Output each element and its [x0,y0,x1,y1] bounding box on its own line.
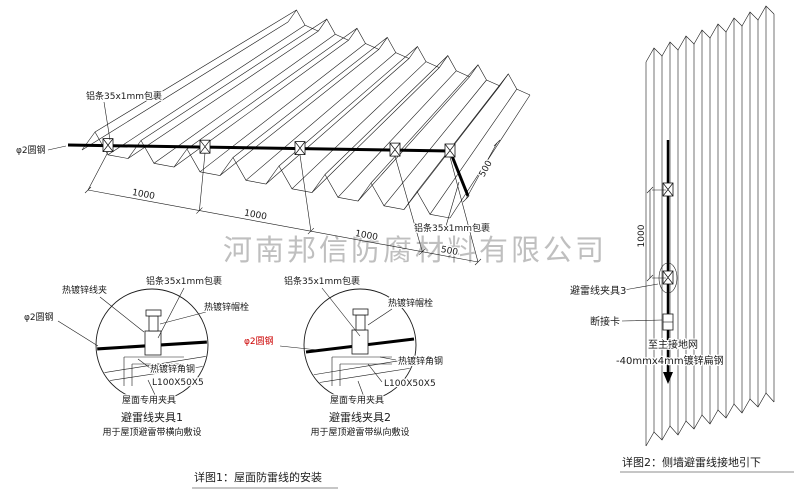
roof-sheet-section-lines [97,355,207,383]
roof-clamp-label: 屋面专用夹具 [122,394,176,406]
angle-steel-label: 热镀锌角钢 [398,355,443,367]
wall-bottom-profile [645,392,775,447]
wire-clamp [444,143,456,158]
wall-dim-ticks [646,186,654,282]
detail-circle-2: 铝条35x1mm包裹 热镀锌帽栓 φ2圆钢 热镀锌角钢 L100X50X5 屋面… [243,274,445,440]
dim-500-side: 500 [478,159,495,179]
wire-clamp [199,139,211,154]
detail2-leader-lines [279,287,397,398]
wall-dim-1000: 1000 [637,224,647,247]
detail-circle-2-outline [303,288,417,402]
aluminum-strip-label-right: 铝条35x1mm包裹 [414,222,490,234]
wall-leader-lines [621,283,663,322]
angle-steel-section [331,356,392,386]
bolt-head [145,309,162,317]
round-steel-label: φ2圆钢 [16,144,46,156]
angle-steel-label: 热镀锌角钢 [150,363,195,375]
dimension-leaders [87,151,479,263]
dim-500-1: 500 [440,245,459,258]
roof-isometric-view: 1000 1000 1000 500 500 铝条35x1mm包裹 φ2圆钢 铝… [15,9,531,266]
disconnect-card-label: 断接卡 [590,315,620,328]
wire-clamp [389,142,401,157]
angle-steel-spec-label: L100X50X5 [384,379,436,389]
dimension-chain-line [87,189,479,263]
caption-detail1: 详图1：屋面防雷线的安装 [194,470,322,484]
bolt-head [352,308,369,316]
bolt-shank [355,314,366,331]
wall-wire-clamp [662,182,674,197]
detail1-leader-lines [57,287,207,398]
roof-clamp-label: 屋面专用夹具 [330,394,384,406]
label-leader-lines [47,101,460,227]
lightning-wire [67,143,470,197]
aluminum-strip-label-top: 铝条35x1mm包裹 [86,90,162,102]
roof-ridge-lines [81,9,531,219]
to-ground-grid-label: 至主接地网 [648,338,698,351]
galvanized-bolt-label: 热镀锌帽栓 [388,297,433,309]
roof-back-profile [287,9,531,96]
detail-circle-1-contents [97,309,207,386]
caption-detail2: 详图2：侧墙避雷线接地引下 [622,455,761,469]
detail-circle-1: 热镀锌线夹 铝条35x1mm包裹 热镀锌帽栓 φ2圆钢 热镀锌角钢 L100X5… [23,274,251,440]
wire-clamp [294,141,306,156]
dim-1000-1: 1000 [131,188,156,202]
wall-wire-clamp [662,270,674,285]
wire-clip-body [351,329,369,355]
galvanized-bolt-label: 热镀锌帽栓 [204,301,249,313]
roof-sheet-section-lines [305,357,415,385]
company-watermark: 河南邦信防腐材料有限公司 [223,233,607,267]
aluminum-strip-label: 铝条35x1mm包裹 [284,275,360,287]
dim-1000-2: 1000 [243,209,268,223]
wall-dim-extension-lines [652,189,666,279]
round-steel-label: φ2圆钢 [24,311,54,323]
dimension-ticks [84,186,482,266]
detail1-subtitle: 用于屋顶避雷带横向敷设 [102,426,201,438]
ground-arrow-icon [663,372,673,384]
wall-rib-peak-lines [653,6,767,432]
side-wall-view: 1000 避雷线夹具3 断接卡 至主接地网 -40mmx4mm镀锌扁钢 [569,5,775,447]
wire-clip-label: 热镀锌线夹 [62,284,107,296]
detail-circle-2-contents [305,308,415,386]
wall-top-profile [645,5,775,63]
bolt-shank [148,315,159,332]
angle-steel-spec-label: L100X50X5 [152,378,204,388]
round-steel-label-red: φ2圆钢 [244,335,274,347]
detail1-title: 避雷线夹具1 [121,410,183,424]
detail2-title: 避雷线夹具2 [329,410,391,424]
aluminum-strip-label: 铝条35x1mm包裹 [146,275,222,287]
side-dimension-line [465,142,498,200]
clamp3-label: 避雷线夹具3 [570,284,626,297]
side-dimension-ticks [462,139,501,203]
detail2-subtitle: 用于屋顶避雷带纵向敷设 [310,426,409,438]
wire-clamp [102,138,114,153]
wall-rib-lines [645,14,775,446]
captions: 详图1：屋面防雷线的安装 详图2：侧墙避雷线接地引下 [192,454,794,489]
angle-steel-section [123,356,184,386]
wire-clip-body [144,330,162,356]
flat-steel-label: -40mmx4mm镀锌扁钢 [616,354,724,367]
